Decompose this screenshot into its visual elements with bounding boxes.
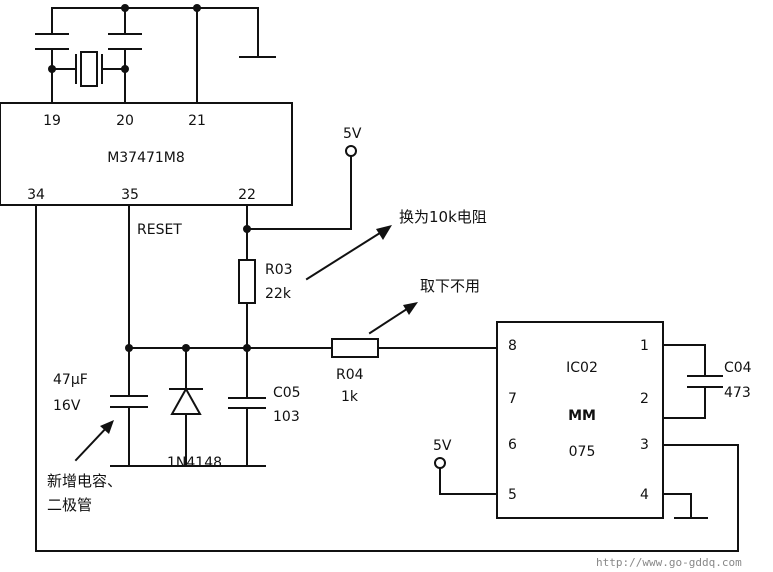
annotation-new-parts-line1: 新增电容、 bbox=[47, 472, 122, 490]
ic02-pin8-label: 8 bbox=[508, 338, 517, 354]
r04-value-label: 1k bbox=[341, 389, 359, 405]
r04-resistor: R04 1k bbox=[331, 338, 379, 405]
ic02-line3: 075 bbox=[569, 444, 596, 460]
microcontroller-chip: 19 20 21 M37471M8 34 35 22 bbox=[0, 102, 293, 206]
c05-name-label: C05 bbox=[273, 385, 301, 401]
r04-name-label: R04 bbox=[336, 367, 364, 383]
ic02-pin2-label: 2 bbox=[640, 391, 649, 407]
pin5-vcc: 5V bbox=[433, 438, 498, 495]
ic02-name: IC02 bbox=[566, 360, 598, 376]
ic02-pin7-label: 7 bbox=[508, 391, 517, 407]
diode-label: 1N4148 bbox=[167, 455, 222, 471]
annotation-arrows bbox=[74, 225, 418, 462]
vcc-top-label: 5V bbox=[343, 126, 362, 142]
c05-value-label: 103 bbox=[273, 409, 300, 425]
ic02-pin5-label: 5 bbox=[508, 487, 517, 503]
pin-21-label: 21 bbox=[188, 113, 206, 129]
ic02-pin1-label: 1 bbox=[640, 338, 649, 354]
pin-20-label: 20 bbox=[116, 113, 134, 129]
annotation-new-parts-line2: 二极管 bbox=[47, 496, 92, 514]
pin4-ground bbox=[662, 493, 708, 519]
capacitor-c04: C04 473 bbox=[662, 344, 752, 419]
ic02-chip: 8 7 6 5 1 2 3 4 IC02 MM 075 bbox=[496, 321, 664, 519]
c04-value-label: 473 bbox=[724, 385, 751, 401]
chip-name: M37471M8 bbox=[107, 150, 185, 166]
capacitor-47uf: 47μF 16V bbox=[53, 347, 148, 467]
diode-1n4148: 1N4148 bbox=[167, 347, 222, 471]
c04-name-label: C04 bbox=[724, 360, 752, 376]
oscillator-network bbox=[35, 4, 276, 104]
capacitor-value-label: 47μF bbox=[53, 372, 88, 388]
ic02-pin6-label: 6 bbox=[508, 437, 517, 453]
pin34-feedback-wire bbox=[35, 204, 739, 552]
capacitor-c05: C05 103 bbox=[228, 347, 301, 467]
r03-value-label: 22k bbox=[265, 286, 292, 302]
ic02-pin3-label: 3 bbox=[640, 437, 649, 453]
r03-name-label: R03 bbox=[265, 262, 293, 278]
watermark-url: http://www.go-gddq.com bbox=[596, 556, 742, 569]
pin-19-label: 19 bbox=[43, 113, 61, 129]
r03-network: 5V R03 22k bbox=[238, 126, 362, 349]
ic02-pin4-label: 4 bbox=[640, 487, 649, 503]
vcc-bottom-label: 5V bbox=[433, 438, 452, 454]
ic02-line2: MM bbox=[568, 408, 596, 424]
capacitor-voltage-label: 16V bbox=[53, 398, 81, 414]
pin-22-label: 22 bbox=[238, 187, 256, 203]
reset-label: RESET bbox=[137, 222, 182, 238]
annotation-remove-unused: 取下不用 bbox=[420, 277, 480, 295]
pin-35-label: 35 bbox=[121, 187, 139, 203]
annotation-replace-resistor: 换为10k电阻 bbox=[399, 208, 487, 226]
pin-34-label: 34 bbox=[27, 187, 45, 203]
